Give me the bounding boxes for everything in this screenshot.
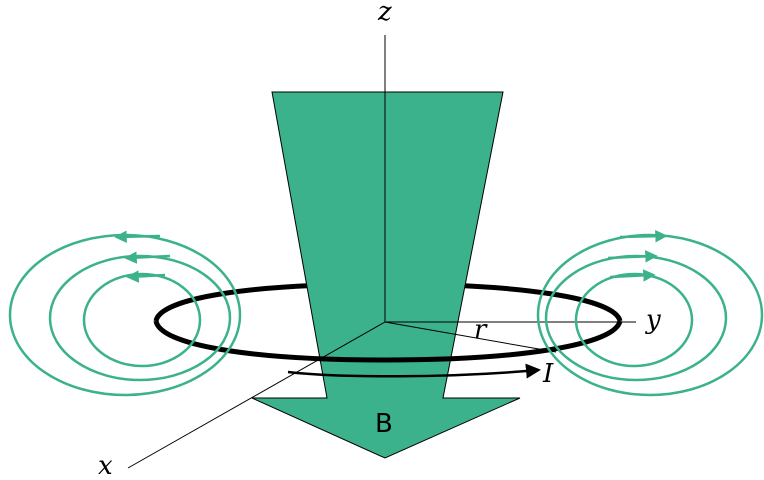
y-axis-label: y: [645, 305, 661, 335]
right-field-arrow-inner: [609, 269, 656, 282]
left-field-line-middle: [48, 254, 232, 382]
left-field-lines: [8, 230, 242, 397]
right-field-line-outer: [536, 233, 764, 397]
magnetic-field-arrow: [251, 91, 521, 459]
radius-label: r: [474, 315, 488, 345]
x-axis-line: [127, 321, 386, 469]
right-field-lines: [536, 229, 764, 397]
left-field-line-outer: [8, 233, 242, 397]
right-field-arrow-middle: [607, 250, 658, 263]
left-field-arrow-middle: [124, 251, 171, 264]
right-field-line-inner: [574, 272, 694, 368]
current-label: I: [542, 359, 554, 389]
left-field-line-inner: [82, 272, 202, 368]
current-loop-front: [153, 320, 623, 363]
left-field-arrow-inner: [126, 270, 166, 283]
current-direction-arrow: [287, 363, 541, 379]
left-field-arrow-outer: [114, 230, 161, 244]
right-field-arrow-outer: [619, 229, 668, 243]
x-axis-label: x: [98, 451, 113, 480]
z-axis-label: z: [377, 0, 392, 27]
radius-line: [384, 321, 557, 353]
field-label: B: [375, 409, 393, 439]
